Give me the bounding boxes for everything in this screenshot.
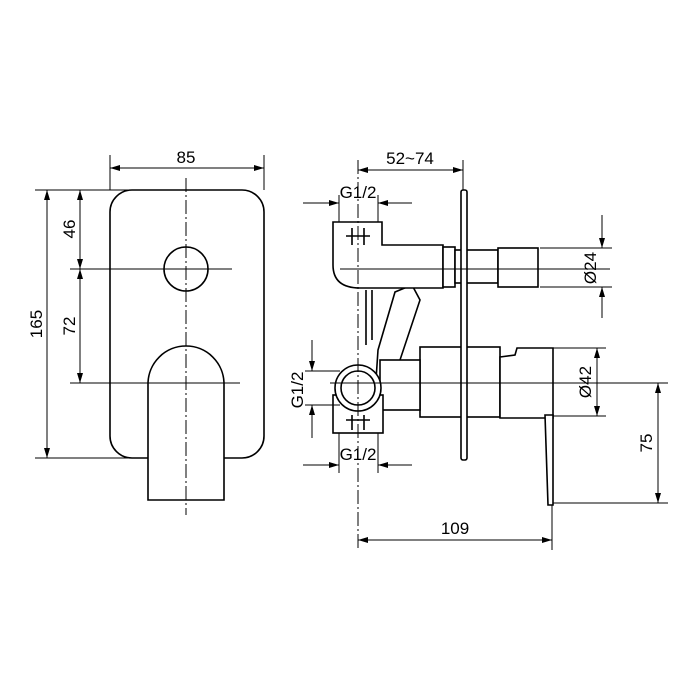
dim-lever-height: 75 [637, 434, 656, 453]
handle-lever [544, 414, 554, 506]
top-elbow [332, 221, 444, 289]
dim-diverter-diameter: Ø24 [581, 252, 600, 284]
dim-wall-depth: 52~74 [386, 149, 434, 168]
dim-width: 85 [177, 148, 196, 167]
dim-body-diameter: Ø42 [576, 366, 595, 398]
diverter-stem [497, 247, 539, 288]
dim-inlet-top: G1/2 [340, 183, 377, 202]
front-view: 85 165 46 72 [27, 148, 265, 515]
valve-body [419, 346, 501, 418]
wall-plate [460, 189, 468, 461]
dim-total-depth: 109 [441, 519, 469, 538]
side-view: 52~74 G1/2 G1/2 G1/2 Ø24 Ø42 75 109 [288, 149, 668, 550]
dim-center-to-lever: 72 [60, 317, 79, 336]
dim-inlet-side: G1/2 [288, 372, 307, 409]
dim-top-to-center: 46 [60, 220, 79, 239]
dim-inlet-bottom: G1/2 [340, 445, 377, 464]
dim-height: 165 [27, 310, 46, 338]
